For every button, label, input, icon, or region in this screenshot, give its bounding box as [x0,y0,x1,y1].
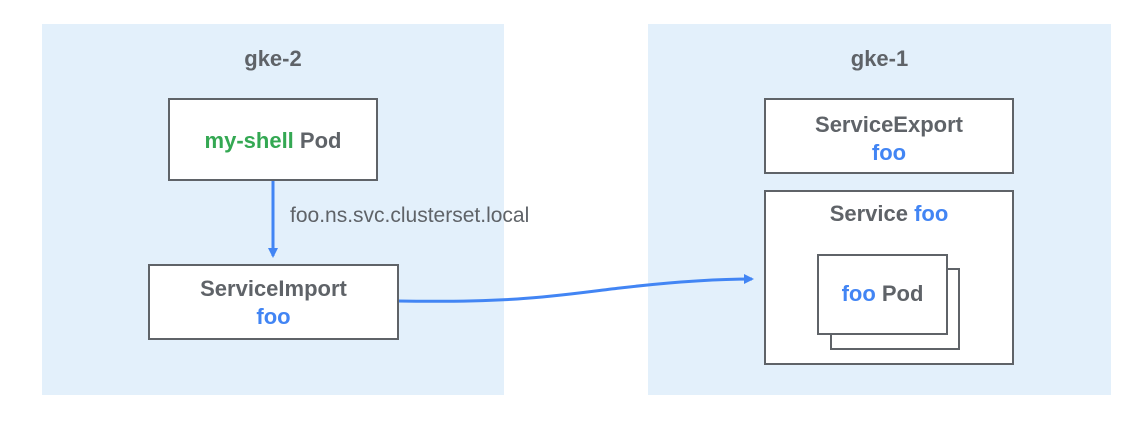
dns-name-label: foo.ns.svc.clusterset.local [290,204,530,227]
service-export-kind: ServiceExport [815,112,963,137]
pod-suffix: Pod [293,128,342,153]
cluster-title: gke-2 [244,46,302,71]
service-export-box: ServiceExport foo [764,98,1014,174]
service-export-name: foo [871,140,907,165]
foo-pod-name: foo [841,281,876,306]
service-name: foo [914,201,949,226]
foo-pod-suffix: Pod [875,281,924,306]
import-to-service-arrow [397,274,754,303]
cluster-title: gke-1 [850,46,909,71]
pod-name: my-shell [204,128,294,153]
service-import-kind: ServiceImport [200,276,347,301]
my-shell-pod-box: my-shell Pod [168,98,378,181]
service-import-name: foo [256,304,291,329]
foo-pod-box: foo Pod [817,254,948,335]
service-kind: Service [829,201,915,226]
service-import-box: ServiceImport foo [148,264,399,340]
